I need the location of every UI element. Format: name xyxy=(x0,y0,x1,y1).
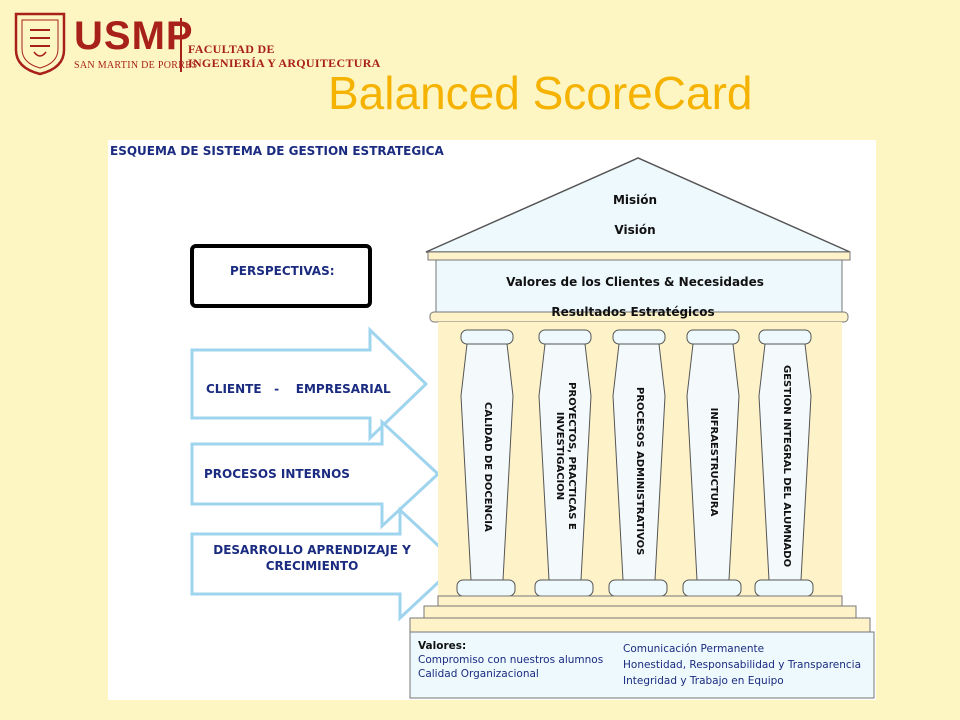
values-heading: Valores: xyxy=(418,640,467,652)
pillar-label-projects: PROYECTOS, PRACTICAS E INVESTIGACION xyxy=(553,382,577,530)
strategic-results-label: Resultados Estratégicos xyxy=(551,305,715,319)
pillar-label-projects-line-2: INVESTIGACION xyxy=(554,411,565,501)
faculty-name: FACULTAD DE INGENIERÍA Y ARQUITECTURA xyxy=(188,42,381,70)
faculty-line-1: FACULTAD DE xyxy=(188,42,275,56)
temple-base-step-2 xyxy=(423,605,857,619)
value-item: Calidad Organizacional xyxy=(418,668,539,680)
vision-label: Visión xyxy=(614,223,656,237)
pillar-3 xyxy=(608,329,668,597)
perspective-client-label: CLIENTE - EMPRESARIAL xyxy=(206,382,391,396)
perspectives-label: PERSPECTIVAS: xyxy=(230,264,335,278)
perspective-learning-line-1: DESARROLLO APRENDIZAJE Y xyxy=(213,543,411,557)
pillar-2 xyxy=(534,329,594,597)
logo-divider xyxy=(180,18,182,72)
perspective-processes-label: PROCESOS INTERNOS xyxy=(204,467,350,481)
strategic-management-diagram: ESQUEMA DE SISTEMA DE GESTION ESTRATEGIC… xyxy=(108,140,876,700)
mission-label: Misión xyxy=(612,193,658,207)
value-item: Honestidad, Responsabilidad y Transparen… xyxy=(623,659,862,671)
value-item: Integridad y Trabajo en Equipo xyxy=(623,675,784,687)
diagram-graphics xyxy=(190,157,875,699)
temple-foundation xyxy=(409,631,875,699)
usmp-logo: USMP SAN MARTIN DE PORRES FACULTAD DE IN… xyxy=(8,8,388,78)
values-needs-label: Valores de los Clientes & Necesidades xyxy=(506,275,764,289)
value-item: Comunicación Permanente xyxy=(623,643,765,655)
university-name: SAN MARTIN DE PORRES xyxy=(74,60,198,71)
pillar-1 xyxy=(456,329,516,597)
faculty-line-2: INGENIERÍA Y ARQUITECTURA xyxy=(188,56,381,70)
perspective-arrow-1 xyxy=(190,326,429,442)
temple-architrave xyxy=(435,259,843,313)
scheme-title: ESQUEMA DE SISTEMA DE GESTION ESTRATEGIC… xyxy=(110,144,444,158)
value-item: Compromiso con nuestros alumnos xyxy=(418,654,604,666)
perspective-learning-label: DESARROLLO APRENDIZAJE Y CRECIMIENTO xyxy=(202,542,422,574)
pillar-label-admin-processes: PROCESOS ADMINISTRATIVOS xyxy=(634,387,645,556)
temple-frieze-top xyxy=(427,251,851,261)
perspective-arrow-2 xyxy=(190,418,441,530)
pillar-4 xyxy=(682,329,742,597)
logo-wordmark: USMP xyxy=(74,14,194,58)
pillar-label-student-management: GESTION INTEGRAL DEL ALUMNADO xyxy=(781,365,792,568)
perspective-arrow-3 xyxy=(190,506,461,622)
temple-base-step-1 xyxy=(437,595,843,607)
perspective-learning-line-2: CRECIMIENTO xyxy=(265,559,359,573)
temple-base-step-3 xyxy=(409,617,871,633)
perspectives-box xyxy=(190,244,372,308)
university-seal-icon xyxy=(14,12,66,76)
pillar-label-projects-line-1: PROYECTOS, PRACTICAS E xyxy=(566,382,577,530)
pillar-label-teaching-quality: CALIDAD DE DOCENCIA xyxy=(482,402,493,532)
pillar-label-infrastructure: INFRAESTRUCTURA xyxy=(708,407,719,517)
pillar-5 xyxy=(754,329,814,597)
slide-title: Balanced ScoreCard xyxy=(328,67,753,119)
